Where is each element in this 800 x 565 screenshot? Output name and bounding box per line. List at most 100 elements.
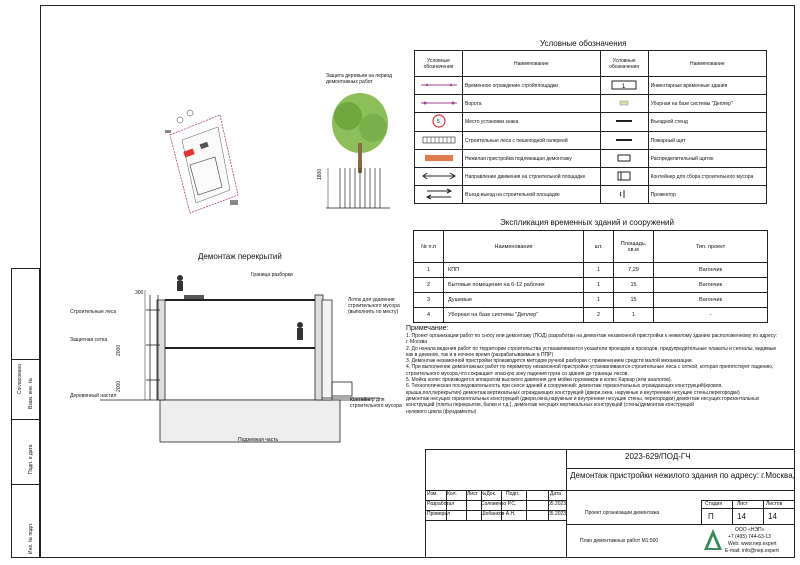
- stamp-head: №Док.: [481, 491, 497, 497]
- note-item: 3. Демонтаж незамонной пристройки произв…: [406, 358, 693, 365]
- side-label: Инв. № подл.: [28, 522, 34, 554]
- legend-header: Наименование: [462, 50, 601, 77]
- section-label: Деревянный настил: [70, 393, 117, 399]
- tree-caption: Защита деревьев на период демонтажных ра…: [326, 73, 393, 85]
- stamp-head: Кол.: [447, 491, 457, 497]
- dimension-label: 2000: [116, 344, 122, 356]
- tree-illustration: [326, 93, 390, 209]
- stamp-head: Лист: [467, 491, 478, 497]
- notes: Примечание: 1. Проект организации работ …: [406, 325, 778, 415]
- sheets-value: 14: [768, 512, 777, 521]
- container-icon: [617, 171, 631, 180]
- table-header: Площадь, кв.м: [613, 230, 654, 263]
- table-row: 2 Бытовые помещения на 6-12 рабочих 1 15…: [413, 277, 768, 293]
- side-label: Взам. инв. №: [28, 378, 34, 409]
- sheet-label: Лист: [737, 501, 748, 507]
- toilet-icon: [619, 100, 629, 105]
- spotlight-icon: [619, 189, 625, 198]
- legend-label: Строительные леса с пешеходной галереей: [462, 131, 601, 150]
- cell: Вагончик: [653, 262, 768, 278]
- stamp-head: Подп.: [506, 491, 520, 497]
- table-header: № п.п: [413, 230, 444, 263]
- legend-label: Въездной стенд: [647, 112, 768, 132]
- dimension-label: 300: [135, 290, 144, 296]
- note-item: демонтаж несущих горизонтальных конструк…: [406, 395, 760, 409]
- cell: КПП: [443, 262, 584, 278]
- note-item: 2. До начала ведения работ по территории…: [406, 345, 777, 358]
- side-label: Подп. и дата: [28, 444, 34, 474]
- project-code: 2023-629/ПОД-ГЧ: [625, 452, 691, 461]
- cell: Вагончик: [653, 277, 768, 293]
- cell: -: [653, 307, 768, 323]
- legend-label: Инвентарные временные здания: [647, 76, 768, 95]
- section-label: Контейнер для строительного мусора: [350, 397, 402, 409]
- note-item: 1. Проект организации работ по сносу или…: [406, 333, 778, 346]
- legend-label: Въезд-выезд на строительной площадке: [462, 185, 601, 204]
- cell: 4: [413, 307, 444, 323]
- org-name: ООО «НЭП»: [735, 527, 765, 533]
- gate-icon: [420, 101, 457, 104]
- cell: 1: [583, 277, 614, 293]
- cell: 1: [413, 262, 444, 278]
- table-header: Наименования: [443, 230, 584, 263]
- stamp-head: Дата: [550, 491, 562, 497]
- stamp-role: Разработал: [427, 501, 455, 507]
- section-label: Защитная сетка: [70, 337, 108, 343]
- cell: 1: [613, 307, 654, 323]
- table-header: Тип. проект: [653, 230, 768, 263]
- notes-title: Примечание:: [406, 325, 449, 332]
- section-label: Подземная часть: [238, 437, 279, 443]
- dimension-label: 2000: [116, 380, 122, 392]
- legend-header: Условные обозначения: [414, 50, 463, 77]
- legend-label: Распределительный щиток: [647, 149, 768, 168]
- org-email: E-mail: info@nep.expert: [725, 548, 779, 554]
- company-logo: [704, 529, 722, 550]
- tree-dimension: 1800: [317, 168, 323, 180]
- legend-header: Условные обозначения: [599, 50, 649, 77]
- side-label: Согласовано: [17, 363, 23, 394]
- section-label: Граница разборки: [251, 272, 293, 278]
- cell: 1: [583, 262, 614, 278]
- sheets-label: Листов: [766, 501, 783, 507]
- stamp-person: Шобанков А.Н.: [481, 511, 516, 517]
- cell: 2: [413, 277, 444, 293]
- sign-icon: 5: [431, 114, 446, 128]
- stamp-head: Изм.: [427, 491, 438, 497]
- note-item: нулевого цикла (фундаменты): [406, 408, 477, 415]
- table-header: шт.: [583, 230, 614, 263]
- legend-label: Направление движения на строительной пло…: [462, 167, 601, 186]
- section-title: Демонтаж перекрытий: [198, 252, 282, 261]
- stamp-date: 05.2023: [548, 501, 567, 507]
- legend-label: Пожарный щит: [647, 131, 768, 150]
- entry-exit-icon: [425, 188, 452, 199]
- project-title: Демонтаж пристройки нежилого здания по а…: [570, 471, 795, 480]
- legend-label: Нежилая пристройка подлежащая демонтажу: [462, 149, 601, 168]
- legend-label: Ворота: [462, 94, 601, 113]
- note-item: 4. При выполнение демонтажных работ по п…: [406, 364, 774, 377]
- fire-shield-icon: [616, 138, 633, 141]
- legend-label: Контейнер для сбора строительного мусора: [647, 167, 768, 186]
- stage-label: Стадия: [705, 501, 723, 507]
- legend-title: Условные обозначения: [540, 39, 627, 48]
- cell: 15: [613, 292, 654, 308]
- legend-label: Прожектор: [647, 185, 768, 204]
- cell: 1: [583, 292, 614, 308]
- sheet-name: План демонтажных работ М1:500: [580, 538, 659, 544]
- svg-text:1: 1: [622, 84, 626, 90]
- cell: 15: [613, 277, 654, 293]
- explication-title: Экспликация временных зданий и сооружени…: [500, 218, 674, 227]
- cell: 3: [413, 292, 444, 308]
- stamp-person: Соловенко Р.С.: [481, 501, 517, 507]
- cabin-icon: 1: [611, 80, 637, 90]
- table-row: 1 КПП 1 7,29 Вагончик: [413, 262, 768, 278]
- legend-table: Условные обозначения Наименование Условн…: [414, 50, 768, 204]
- cell: 2: [583, 307, 614, 323]
- stand-icon: [616, 120, 633, 122]
- legend-label: Временное ограждение стройплощадки: [462, 76, 601, 95]
- legend-label: Уборная на базе системы "Деплер": [647, 94, 768, 113]
- table-row: 4 Уборная на базе системы "Деплер" 2 1 -: [413, 307, 768, 323]
- cell: Душевые: [443, 292, 584, 308]
- org-phone: +7 (495) 744-63-13: [728, 534, 771, 540]
- arrow-icon: [421, 172, 456, 179]
- stamp-date: 05.2023: [548, 511, 567, 517]
